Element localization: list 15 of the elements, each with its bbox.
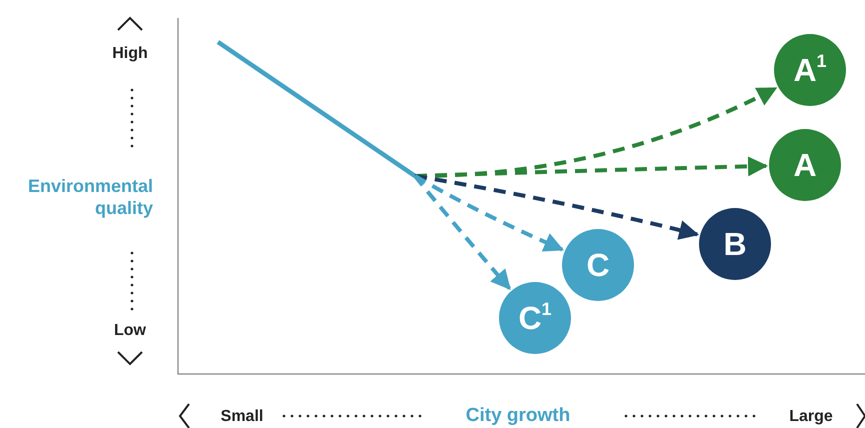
scenario-letter: A$^{1}$ — [793, 54, 827, 86]
axis-label: Small — [220, 407, 264, 426]
scenario-letter: C — [586, 249, 610, 281]
scenario-letter: C$^{1}$ — [518, 302, 552, 334]
dashed-arrow — [414, 156, 768, 178]
dashed-arrow — [414, 174, 564, 252]
dashed-arrow — [413, 174, 512, 290]
dashed-arrow — [414, 174, 700, 240]
axis-title: Environmental quality — [26, 176, 153, 220]
axis-label: Low — [114, 321, 146, 340]
scenario-letter: B — [723, 228, 747, 260]
axis-label: High — [112, 44, 148, 64]
scenario-letter: A — [793, 149, 817, 181]
axis-title: City growth — [466, 405, 570, 428]
axis-label: Large — [789, 407, 833, 426]
